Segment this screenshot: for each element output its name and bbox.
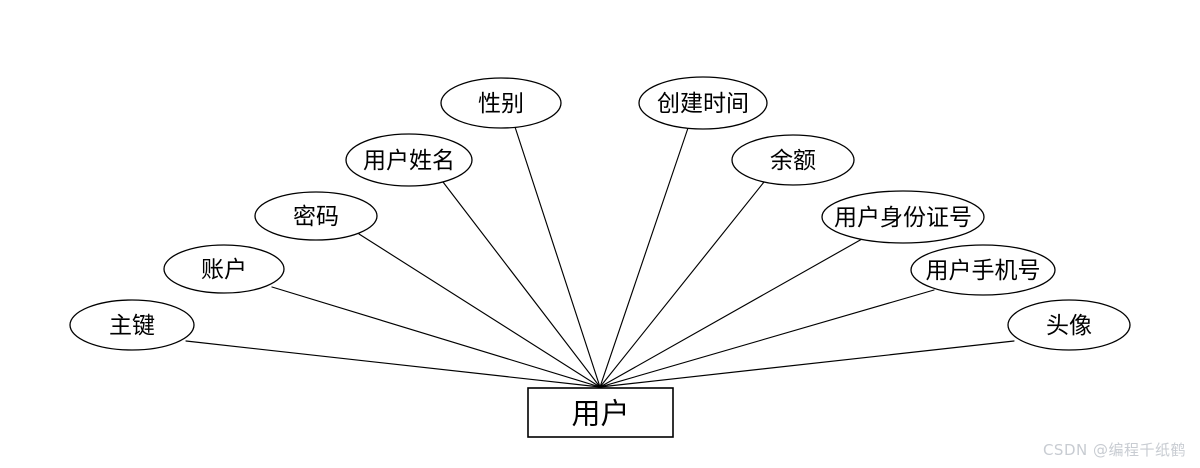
attribute-label: 余额 (770, 148, 816, 174)
csdn-watermark: CSDN @编程千纸鹤 (1042, 441, 1186, 459)
connector-line (599, 181, 765, 388)
attribute-ellipse-shape (1007, 299, 1131, 351)
entity-rect-shape (527, 387, 674, 438)
attribute-node[interactable]: 头像 (1007, 299, 1131, 351)
attribute-label: 用户身份证号 (834, 205, 972, 231)
connector-line-group (185, 126, 1015, 388)
attribute-node[interactable]: 用户手机号 (910, 244, 1056, 296)
attribute-node[interactable]: 主键 (69, 299, 195, 351)
attribute-ellipse-shape (254, 191, 378, 241)
attribute-ellipse-shape (440, 77, 562, 129)
attribute-label: 用户手机号 (926, 258, 1041, 284)
entity-node[interactable]: 用户 (527, 387, 674, 438)
attribute-ellipse-shape (345, 133, 473, 187)
attribute-node[interactable]: 密码 (254, 191, 378, 241)
attribute-node[interactable]: 性别 (440, 77, 562, 129)
attribute-ellipse-shape (731, 134, 855, 186)
connector-line (514, 126, 601, 388)
attribute-ellipse-shape (69, 299, 195, 351)
attribute-ellipse-shape (163, 244, 285, 294)
connector-line (599, 289, 935, 388)
connector-line (599, 340, 1015, 388)
attribute-label: 用户姓名 (363, 148, 455, 174)
attribute-node[interactable]: 账户 (163, 244, 285, 294)
connector-line (358, 233, 601, 388)
attribute-node[interactable]: 创建时间 (638, 76, 768, 130)
attribute-label: 创建时间 (657, 91, 749, 117)
attribute-node[interactable]: 用户身份证号 (821, 190, 985, 244)
connector-line (185, 340, 601, 388)
attribute-node[interactable]: 用户姓名 (345, 133, 473, 187)
attribute-label: 性别 (478, 91, 524, 117)
attribute-label: 主键 (109, 313, 155, 339)
attribute-ellipse-shape (638, 76, 768, 130)
entity-node-group: 用户 (527, 387, 674, 438)
entity-label: 用户 (571, 397, 629, 431)
attribute-ellipse-shape (821, 190, 985, 244)
attribute-label: 密码 (293, 204, 339, 230)
connector-line (271, 286, 601, 388)
attribute-label: 账户 (201, 257, 247, 283)
attribute-label: 头像 (1046, 313, 1092, 339)
attribute-ellipse-shape (910, 244, 1056, 296)
attribute-node[interactable]: 余额 (731, 134, 855, 186)
connector-line (442, 181, 601, 388)
connector-line (599, 238, 863, 388)
connector-line (599, 127, 689, 388)
